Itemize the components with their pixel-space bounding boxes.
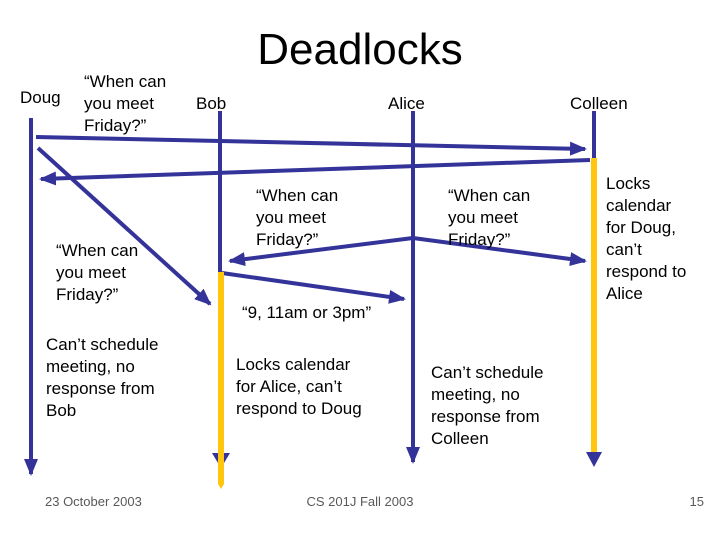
- arrow-bob-to-alice: [221, 271, 406, 304]
- bob-lock-bar-tip: [218, 484, 224, 489]
- actor-label-doug: Doug: [20, 88, 61, 107]
- arrow-alice-to-bob: [228, 236, 414, 267]
- colleen-lifeline-arrowhead: [586, 452, 602, 467]
- footer-date: 23 October 2003: [45, 494, 142, 509]
- actor-label-bob: Bob: [196, 94, 227, 113]
- actor-label-alice: Alice: [388, 94, 425, 113]
- arrow-doug-to-bob: [36, 146, 212, 306]
- slide-title: Deadlocks: [257, 25, 463, 74]
- message-doug-request-left: “When can you meet Friday?”: [56, 241, 139, 304]
- annotation-bob-lock: Locks calendar for Alice, can’t respond …: [236, 355, 362, 418]
- footer-page-number: 15: [689, 494, 704, 509]
- message-bob-reply: “9, 11am or 3pm”: [242, 303, 372, 322]
- footer-course: CS 201J Fall 2003: [306, 494, 414, 509]
- message-alice-request-right: “When can you meet Friday?”: [448, 186, 531, 249]
- message-alice-request-mid: “When can you meet Friday?”: [256, 186, 339, 249]
- actor-label-colleen: Colleen: [570, 94, 628, 113]
- annotation-doug-fail: Can’t schedule meeting, no response from…: [46, 335, 159, 420]
- arrow-alice-to-colleen: [412, 236, 587, 266]
- annotation-colleen-lock: Locks calendar for Doug, can’t respond t…: [606, 174, 687, 303]
- annotation-alice-fail: Can’t schedule meeting, no response from…: [431, 363, 544, 448]
- message-doug-request-top: “When can you meet Friday?”: [84, 72, 167, 135]
- arrow-doug-to-colleen: [35, 135, 587, 156]
- arrow-colleen-to-doug: [39, 158, 591, 186]
